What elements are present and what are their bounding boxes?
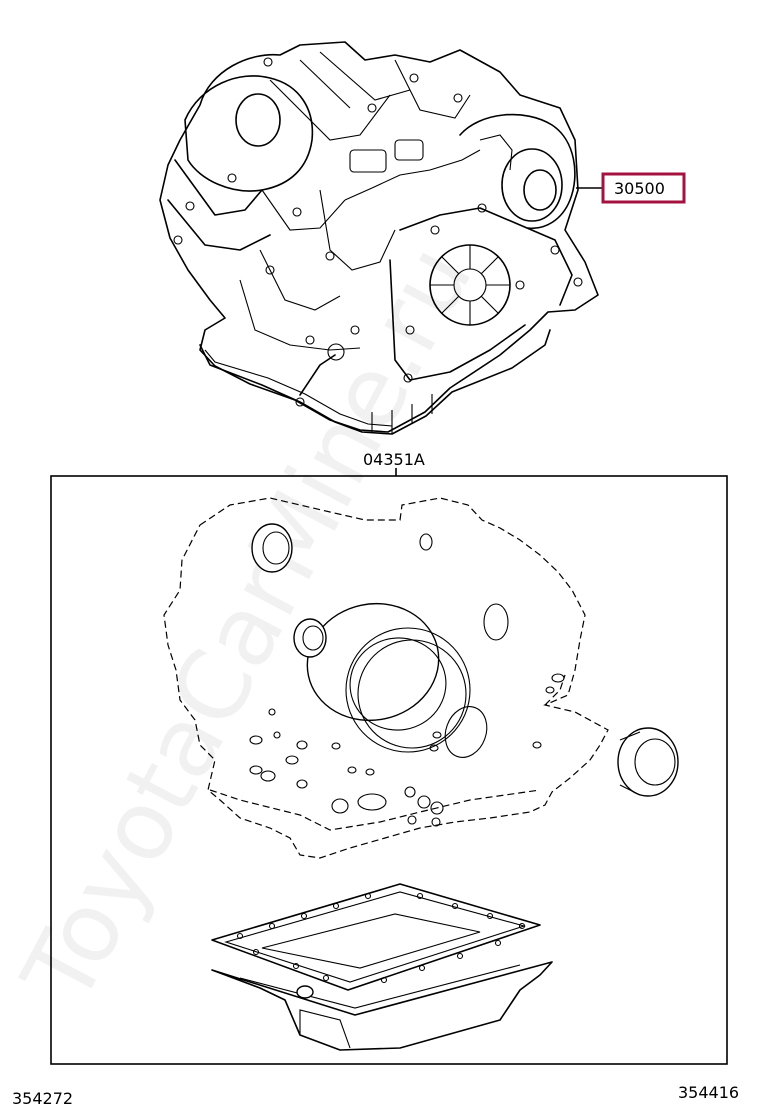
kit-box: [50, 475, 728, 1065]
footer-left-ref: 354272: [12, 1089, 73, 1108]
callout-part-number[interactable]: 30500: [614, 179, 665, 198]
transmission-assembly-drawing: [159, 41, 599, 435]
gasket-kit-drawing: [163, 497, 679, 1051]
callout-box: [601, 172, 686, 204]
kit-part-number[interactable]: 04351A: [363, 450, 425, 469]
footer-right-ref: 354416: [678, 1083, 739, 1102]
